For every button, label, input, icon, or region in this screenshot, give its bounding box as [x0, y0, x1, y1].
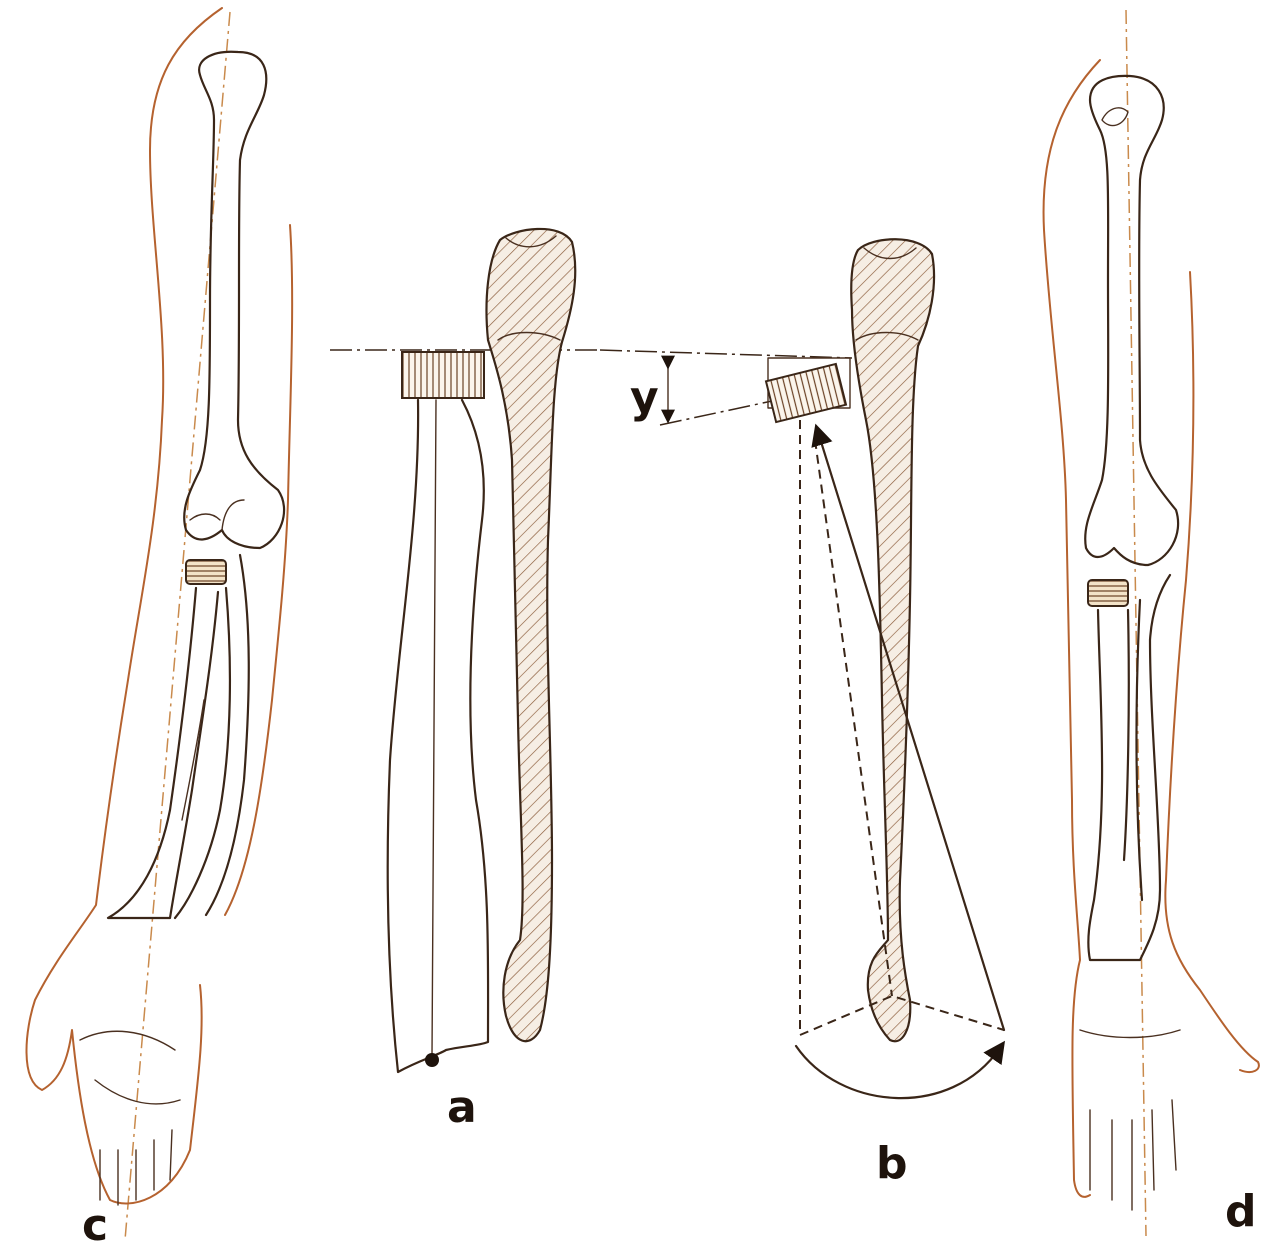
disc-a [402, 352, 484, 398]
humerus-c [184, 52, 284, 548]
hand-lines-d [1080, 1030, 1180, 1210]
skin-outline-c [26, 8, 292, 1203]
forearm-bones-d [1088, 575, 1170, 960]
figure-c-arm: c [26, 8, 292, 1246]
rotation-arc-b [796, 1046, 1000, 1098]
figure-b: y b [600, 239, 1004, 1189]
label-d: d [1225, 1186, 1257, 1237]
elbow-detail-c [190, 500, 244, 530]
label-c: c [82, 1200, 108, 1246]
plumb-line-a [432, 400, 436, 1056]
ulna-bone-b [851, 239, 934, 1041]
tilted-disc-b [766, 364, 846, 422]
label-y: y [630, 372, 659, 423]
ulna-bone-a [487, 229, 576, 1041]
humerus-head-detail-d [1102, 108, 1128, 126]
reference-line-right [600, 350, 852, 358]
plate-a [388, 400, 488, 1072]
plumb-weight-a [425, 1053, 439, 1067]
y-offset-indicator: y [630, 364, 668, 423]
interosseous-c [182, 700, 204, 820]
figure-d-arm: d [1044, 10, 1259, 1237]
inserted-ring-c [186, 560, 226, 584]
figure-a: a [330, 229, 600, 1133]
label-b: b [876, 1138, 908, 1189]
label-a: a [447, 1082, 477, 1133]
inserted-ring-d [1088, 580, 1128, 606]
ulna-c [175, 555, 249, 918]
